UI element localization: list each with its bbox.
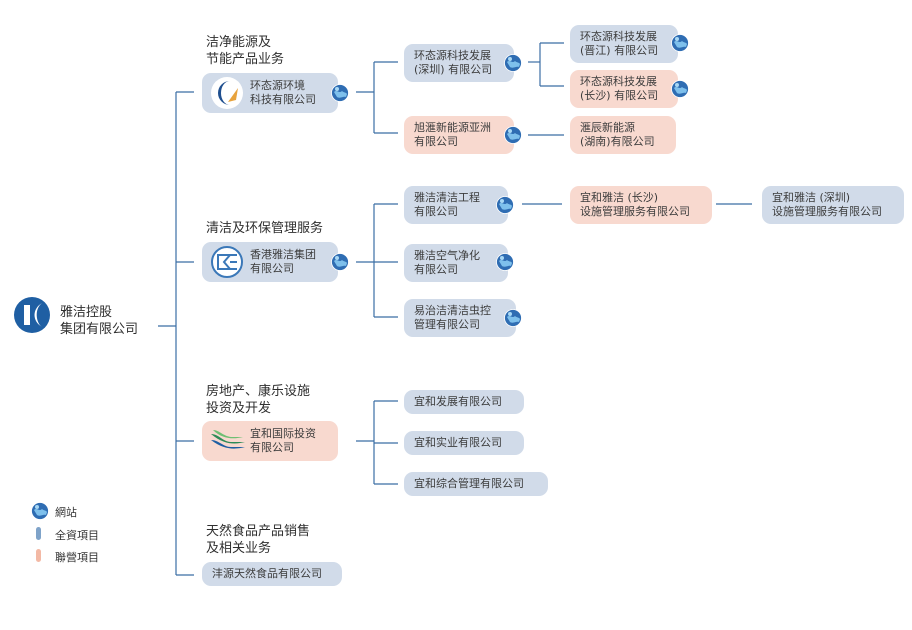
company-energy-shenzhen-label: 环态源科技发展 (深圳) 有限公司 <box>414 49 493 76</box>
legend-associate-label: 聯營項目 <box>55 551 99 564</box>
company-cleaning-shenzhen: 宜和雅洁 (深圳) 设施管理服务有限公司 <box>762 186 904 224</box>
company-energy-shenzhen: 环态源科技发展 (深圳) 有限公司 <box>404 44 514 82</box>
company-energy-jinjiang: 环态源科技发展 (晋江) 有限公司 <box>570 25 678 63</box>
company-cleaning-pest: 易治洁清洁虫控 管理有限公司 <box>404 299 516 337</box>
company-property-development: 宜和发展有限公司 <box>404 390 524 414</box>
company-energy-jinjiang-label: 环态源科技发展 (晋江) 有限公司 <box>580 30 659 57</box>
company-energy-asia-label: 旭滙新能源亚洲 有限公司 <box>414 121 491 148</box>
company-energy-changsha-label: 环态源科技发展 (长沙) 有限公司 <box>580 75 659 102</box>
website-globe-icon[interactable] <box>496 253 514 271</box>
section-title-property: 房地产、康乐设施 投资及开发 <box>206 384 311 416</box>
website-globe-icon[interactable] <box>331 84 349 102</box>
section-title-food: 天然食品产品销售 及相关业务 <box>206 524 311 556</box>
company-cleaning-air-label: 雅洁空气净化 有限公司 <box>414 249 480 276</box>
root-company-name: 雅洁控股 集团有限公司 <box>60 305 139 337</box>
company-cleaning-parent-label: 香港雅洁集团 有限公司 <box>250 248 316 275</box>
legend-website-label: 網站 <box>55 506 77 519</box>
website-globe-icon[interactable] <box>504 309 522 327</box>
section-title-cleaning: 清洁及环保管理服务 <box>206 221 324 236</box>
cleaning-logo-icon <box>211 246 243 278</box>
property-logo-icon <box>211 430 245 449</box>
company-property-parent-label: 宜和国际投资 有限公司 <box>250 427 316 454</box>
company-property-parent: 宜和国际投资 有限公司 <box>202 421 338 461</box>
company-property-development-label: 宜和发展有限公司 <box>414 395 502 408</box>
company-cleaning-pest-label: 易治洁清洁虫控 管理有限公司 <box>414 304 491 331</box>
section-title-energy: 洁净能源及 节能产品业务 <box>206 35 285 67</box>
company-cleaning-air: 雅洁空气净化 有限公司 <box>404 244 508 282</box>
legend-wholly-owned-label: 全資項目 <box>55 529 99 542</box>
company-energy-hunan: 滙辰新能源 (湖南)有限公司 <box>570 116 676 154</box>
legend-associate-swatch <box>36 549 41 562</box>
company-cleaning-shenzhen-label: 宜和雅洁 (深圳) 设施管理服务有限公司 <box>772 191 882 218</box>
company-energy-asia: 旭滙新能源亚洲 有限公司 <box>404 116 514 154</box>
company-property-industrial: 宜和实业有限公司 <box>404 431 524 455</box>
legend-wholly-owned-swatch <box>36 527 41 540</box>
website-globe-icon[interactable] <box>504 54 522 72</box>
company-cleaning-engineering-label: 雅洁清洁工程 有限公司 <box>414 191 480 218</box>
energy-logo-icon <box>211 77 243 109</box>
company-energy-hunan-label: 滙辰新能源 (湖南)有限公司 <box>580 121 655 148</box>
company-food-label: 沣源天然食品有限公司 <box>212 567 322 580</box>
company-property-management: 宜和综合管理有限公司 <box>404 472 548 496</box>
company-property-industrial-label: 宜和实业有限公司 <box>414 436 502 449</box>
website-globe-icon[interactable] <box>331 253 349 271</box>
company-cleaning-changsha: 宜和雅洁 (长沙) 设施管理服务有限公司 <box>570 186 712 224</box>
group-logo-icon <box>14 297 50 333</box>
company-cleaning-changsha-label: 宜和雅洁 (长沙) 设施管理服务有限公司 <box>580 191 690 218</box>
company-cleaning-engineering: 雅洁清洁工程 有限公司 <box>404 186 508 224</box>
website-globe-icon[interactable] <box>496 196 514 214</box>
website-globe-icon[interactable] <box>671 80 689 98</box>
company-property-management-label: 宜和综合管理有限公司 <box>414 477 524 490</box>
company-food: 沣源天然食品有限公司 <box>202 562 342 586</box>
website-globe-icon[interactable] <box>504 126 522 144</box>
company-energy-parent-label: 环态源环境 科技有限公司 <box>250 79 316 106</box>
company-energy-changsha: 环态源科技发展 (长沙) 有限公司 <box>570 70 678 108</box>
website-globe-icon[interactable] <box>671 34 689 52</box>
legend-globe-icon <box>31 502 49 520</box>
